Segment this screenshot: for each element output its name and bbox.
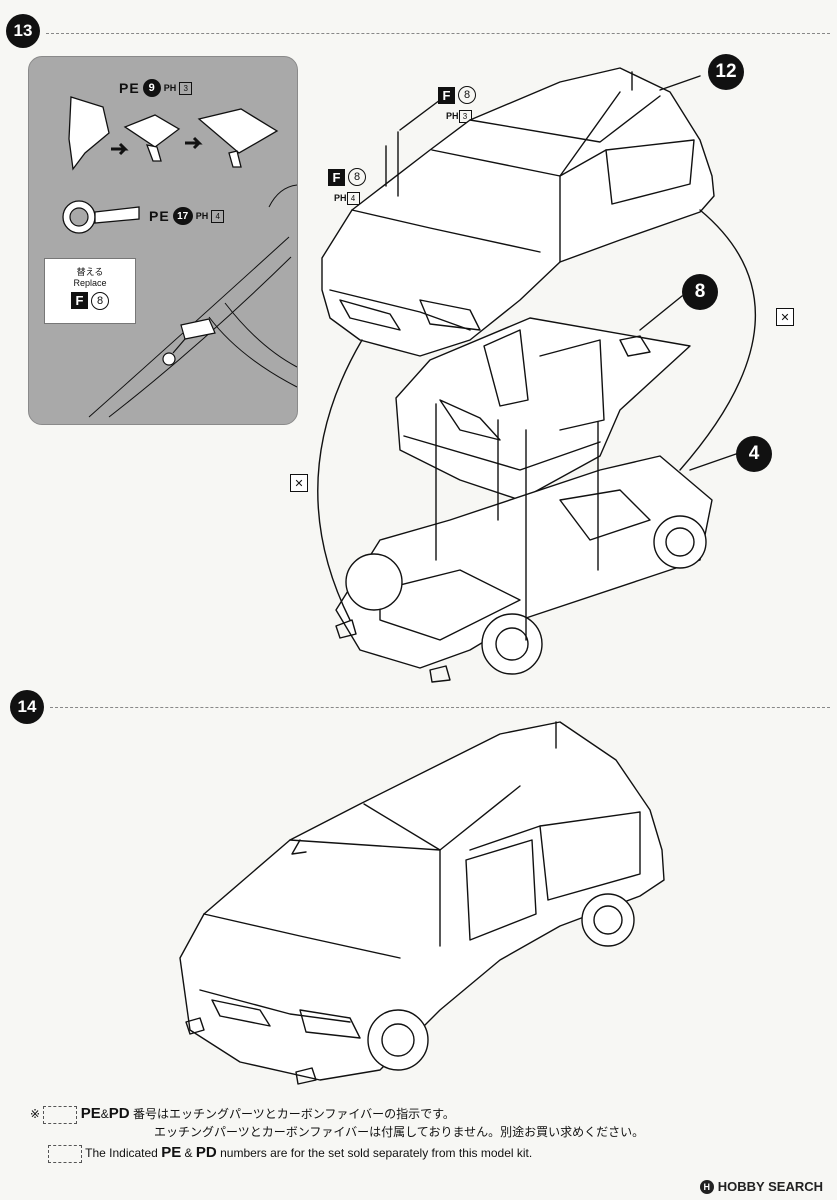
hobby-search-watermark: H HOBBY SEARCH xyxy=(699,1179,823,1194)
note-line-1: ※ PE&PD 番号はエッチングパーツとカーボンファイバーの指示です。 xyxy=(30,1105,455,1124)
step-13-badge: 13 xyxy=(6,14,40,48)
replace-jp-text: 替える xyxy=(76,267,104,277)
no-glue-icon: ✕ xyxy=(776,308,794,326)
replace-note-box: 替える Replace F 8 xyxy=(44,258,136,324)
callout-12: 12 xyxy=(708,54,744,90)
step-13-assembly-drawing xyxy=(317,67,757,683)
inset-drawing xyxy=(62,96,297,418)
notes-block: ※ PE&PD 番号はエッチングパーツとカーボンファイバーの指示です。 エッチン… xyxy=(30,1105,790,1163)
replace-part-label: F 8 xyxy=(45,292,135,310)
note-line-3: The Indicated PE & PD numbers are for th… xyxy=(30,1144,790,1163)
no-glue-icon-left: ✕ xyxy=(290,474,308,492)
placeholder-box xyxy=(43,1105,78,1124)
step-13-divider xyxy=(46,33,830,34)
callout-8: 8 xyxy=(682,274,718,310)
note-line-2: エッチングパーツとカーボンファイバーは付属しておりません。別途お買い求めください… xyxy=(154,1124,645,1139)
step-14-badge: 14 xyxy=(10,690,44,724)
hobby-search-logo-icon: H xyxy=(699,1179,714,1194)
step-14-finished-car-drawing xyxy=(179,721,665,1085)
callout-4: 4 xyxy=(736,436,772,472)
placeholder-box-2 xyxy=(48,1144,82,1163)
step-14-divider xyxy=(50,707,830,708)
replace-en-text: Replace xyxy=(73,278,107,288)
